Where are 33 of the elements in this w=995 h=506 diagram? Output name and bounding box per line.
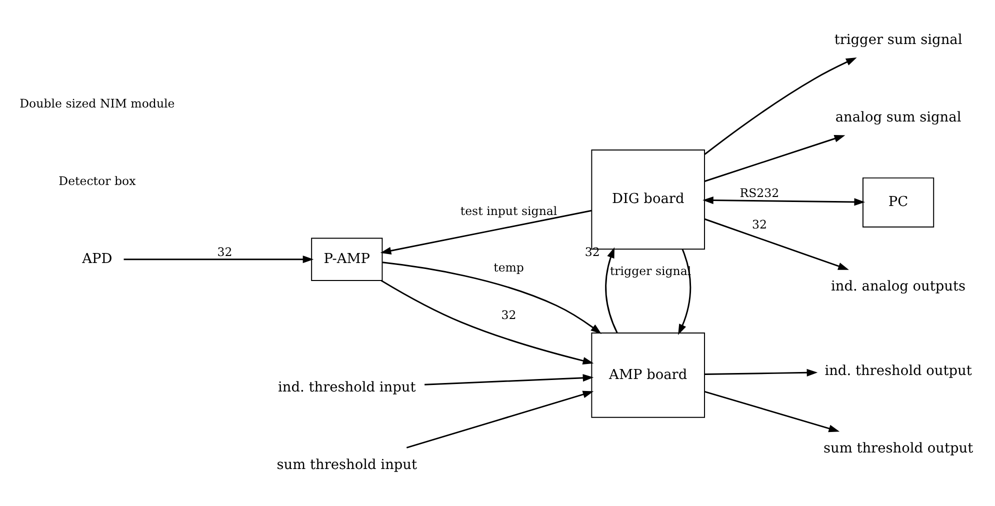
node-box: P-AMP bbox=[311, 238, 383, 281]
node-box: PC bbox=[862, 177, 934, 228]
node-text: ind. threshold input bbox=[278, 380, 416, 396]
node-text: ind. analog outputs bbox=[831, 278, 966, 294]
edge-label: 32 bbox=[217, 245, 232, 260]
arrow bbox=[704, 368, 818, 376]
arrow bbox=[702, 196, 866, 206]
arrow bbox=[678, 249, 692, 335]
arrow bbox=[704, 57, 857, 155]
node-box: AMP board bbox=[591, 332, 705, 418]
edge-label: RS232 bbox=[740, 186, 780, 200]
arrow bbox=[424, 374, 594, 386]
edge-label: 32 bbox=[501, 308, 516, 322]
node-text: trigger sum signal bbox=[834, 32, 962, 48]
arrow bbox=[124, 256, 314, 264]
node-text: sum threshold input bbox=[276, 457, 418, 474]
arrow bbox=[380, 280, 594, 364]
arrow bbox=[704, 390, 840, 432]
arrow bbox=[380, 210, 592, 254]
label: Double sized NIM module bbox=[20, 96, 175, 110]
arrow bbox=[605, 247, 618, 334]
edge-label: temp bbox=[494, 260, 524, 275]
arrow bbox=[704, 134, 846, 182]
arrow bbox=[382, 262, 602, 334]
arrow bbox=[704, 218, 849, 270]
edge-label: test input signal bbox=[460, 204, 558, 218]
label: Detector box bbox=[58, 174, 136, 188]
node-text: ind. threshold output bbox=[824, 362, 972, 379]
node-text: analog sum signal bbox=[835, 110, 962, 126]
node-text: APD bbox=[82, 251, 112, 268]
edge-label: 32 bbox=[752, 218, 767, 232]
node-text: sum threshold output bbox=[823, 440, 974, 456]
arrow bbox=[406, 390, 594, 448]
